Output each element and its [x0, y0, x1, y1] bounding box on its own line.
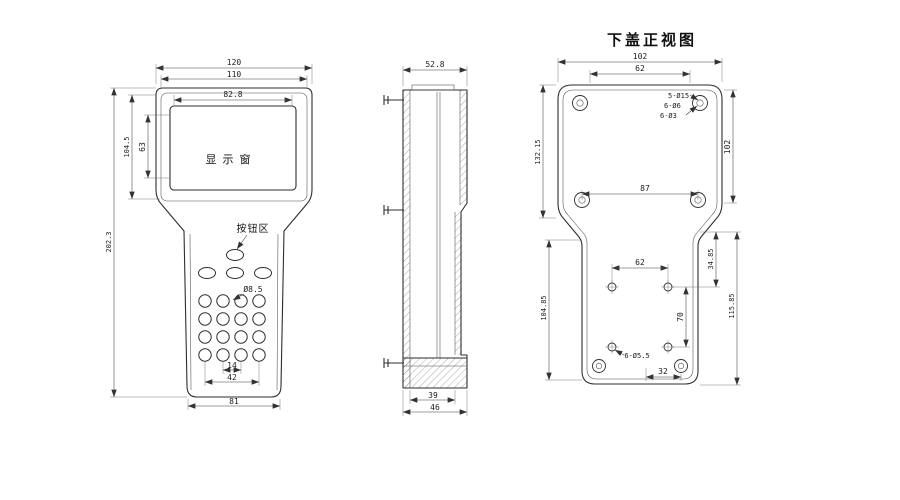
dim-front-upper-height: 104.5 [123, 136, 131, 157]
mounting-hole [605, 280, 675, 354]
dim-front-window-width: 82.8 [223, 90, 242, 99]
front-view-dimensions: 120 110 82.8 63 104.5 202.3 [105, 58, 313, 410]
bottom-cover-view: 下盖正视图 102 [534, 31, 741, 386]
dim-cover-top-inner-width: 62 [635, 64, 645, 73]
side-view-dimensions: 52.8 39 46 [402, 60, 468, 416]
dim-key-pitch: 14 [227, 361, 237, 370]
dim-front-top-width: 120 [227, 58, 242, 67]
side-view: 52.8 39 46 [383, 60, 468, 416]
screw-icon [383, 358, 404, 368]
cover-outline [557, 84, 723, 385]
display-window [169, 105, 297, 191]
bottom-cover-title: 下盖正视图 [607, 31, 697, 49]
screw-icon [383, 95, 404, 105]
dim-front-inner-width: 110 [227, 70, 242, 79]
screw-icon [383, 205, 404, 215]
dim-side-inner-depth: 39 [428, 391, 438, 400]
dim-cover-boss-span: 87 [640, 184, 650, 193]
button-diameter-note: Ø8.5 [243, 284, 262, 294]
front-view: 显示窗 120 110 [105, 58, 313, 410]
display-window-label: 显示窗 [206, 152, 257, 166]
corner-boss [572, 95, 708, 373]
dim-cover-hole-span-y: 70 [676, 312, 685, 322]
hole-diameter-note: 6-Ø5.5 [624, 352, 649, 360]
button-area-label: 按钮区 [237, 222, 270, 235]
dim-front-total-height: 202.3 [105, 231, 113, 252]
cover-inner-line [562, 89, 718, 380]
device-body-inner-line [160, 92, 308, 202]
bottom-cover-geometry [557, 84, 723, 385]
corner-hole-note-2: 6-Ø6 [664, 102, 681, 110]
dim-cover-shoulder-offset: 34.85 [707, 248, 715, 269]
corner-hole-note-1: 5-Ø15 [668, 92, 689, 100]
dim-side-depth: 52.8 [425, 60, 444, 69]
dim-key-span: 42 [227, 373, 237, 382]
dim-cover-hole-span-x: 62 [635, 258, 645, 267]
dim-cover-left-height: 132.15 [534, 139, 542, 164]
device-body-outline [155, 87, 313, 398]
dim-cover-bottom-offset: 32 [658, 367, 668, 376]
dim-cover-right-height: 102 [723, 140, 732, 155]
front-view-geometry: 显示窗 [155, 87, 313, 398]
side-outline [402, 89, 468, 389]
side-view-geometry [383, 84, 468, 389]
dim-front-window-height: 63 [138, 142, 147, 152]
dim-side-outer-depth: 46 [430, 403, 440, 412]
keypad [198, 249, 272, 362]
dim-cover-lower-right-height: 115.85 [728, 293, 736, 318]
dim-cover-top-width: 102 [633, 52, 648, 61]
dim-front-bottom-width: 81 [229, 397, 239, 406]
corner-hole-note-3: 6-Ø3 [660, 112, 677, 120]
dim-cover-lower-left-height: 104.85 [540, 295, 548, 320]
bottom-cover-dimensions: 102 62 5-Ø15 6-Ø6 6-Ø3 132.15 102 [534, 52, 741, 386]
